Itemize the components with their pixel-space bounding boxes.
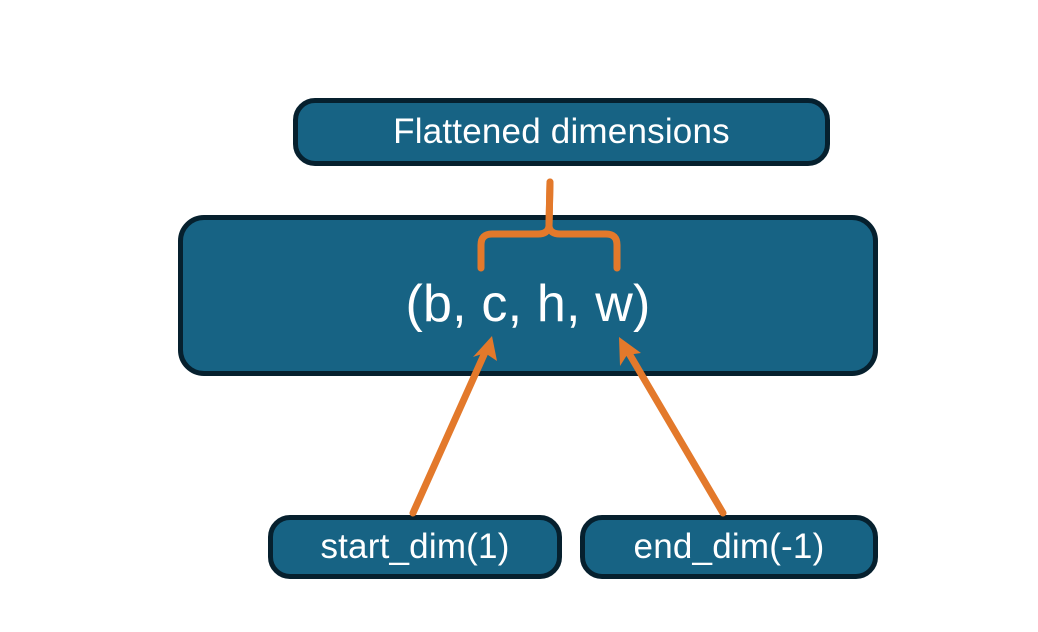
node-start-dim-label: start_dim(1) bbox=[320, 527, 510, 566]
node-tensor-shape-label: (b, c, h, w) bbox=[405, 274, 651, 333]
node-flattened-dimensions-label: Flattened dimensions bbox=[393, 112, 730, 151]
node-end-dim[interactable]: end_dim(-1) bbox=[580, 515, 878, 579]
node-start-dim[interactable]: start_dim(1) bbox=[268, 515, 562, 579]
node-tensor-shape[interactable]: (b, c, h, w) bbox=[178, 215, 878, 376]
node-end-dim-label: end_dim(-1) bbox=[633, 527, 825, 566]
node-flattened-dimensions[interactable]: Flattened dimensions bbox=[293, 98, 830, 166]
